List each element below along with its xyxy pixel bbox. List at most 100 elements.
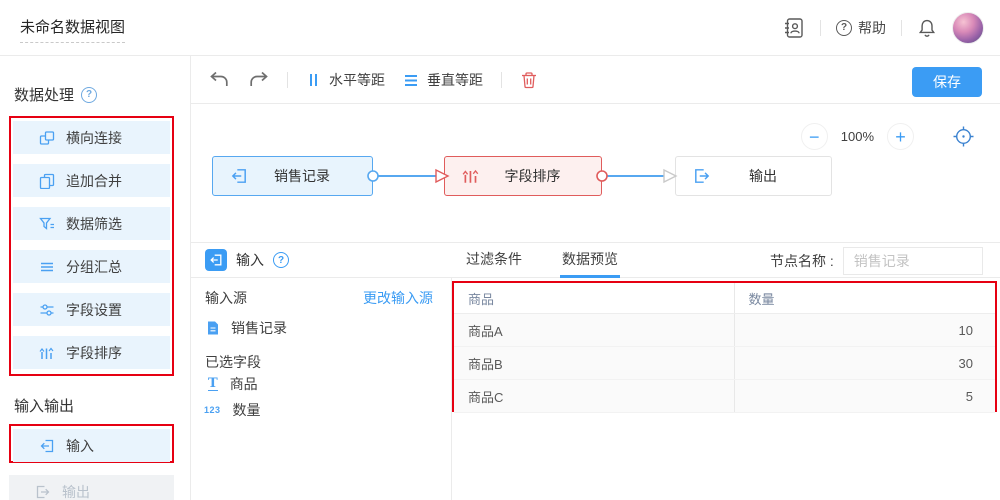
- output-icon: [693, 167, 711, 185]
- tab-data-preview[interactable]: 数据预览: [560, 242, 620, 278]
- delete-button[interactable]: [520, 71, 538, 89]
- field-name: 数量: [232, 402, 261, 418]
- number-type-icon: 123: [204, 405, 221, 415]
- sidebar-item-append-merge[interactable]: 追加合并: [13, 164, 170, 197]
- sidebar-item-field-settings[interactable]: 字段设置: [13, 293, 170, 326]
- divider: [820, 19, 821, 36]
- change-source-link[interactable]: 更改输入源: [363, 290, 433, 306]
- question-circle-icon[interactable]: ?: [273, 252, 289, 268]
- tab-filter-conditions[interactable]: 过滤条件: [466, 251, 522, 267]
- save-button[interactable]: 保存: [912, 67, 982, 97]
- field-sort-icon: [462, 167, 480, 185]
- table-row: 商品C 5: [454, 379, 995, 413]
- top-bar: 未命名数据视图 ? 帮助: [0, 0, 1000, 56]
- horizontal-lines-icon: [403, 72, 419, 88]
- canvas-toolbar: 水平等距 垂直等距: [191, 56, 1000, 104]
- question-circle-icon[interactable]: ?: [81, 86, 98, 103]
- panel-vertical-divider: [451, 278, 452, 500]
- divider: [501, 71, 502, 88]
- help-button[interactable]: ? 帮助: [836, 18, 886, 38]
- document-title[interactable]: 未命名数据视图: [20, 16, 126, 43]
- node-label: 销售记录: [274, 168, 330, 184]
- button-label: 垂直等距: [427, 71, 483, 88]
- sidebar-item-label: 输入: [66, 437, 94, 454]
- left-sidebar: 数据处理 ? 横向连接 追加合并: [0, 56, 191, 500]
- column-header: 商品: [454, 283, 734, 314]
- sidebar-item-input[interactable]: 输入: [13, 429, 170, 462]
- zoom-out-button[interactable]: −: [800, 123, 828, 150]
- cell-quantity: 10: [733, 313, 995, 347]
- vertical-equal-spacing-button[interactable]: 垂直等距: [403, 70, 483, 90]
- bell-icon[interactable]: [917, 18, 937, 38]
- flow-node-field-sort[interactable]: 字段排序: [444, 156, 602, 196]
- field-item-number: 123 数量: [204, 400, 261, 420]
- zoom-level: 100%: [840, 129, 874, 144]
- topbar-actions: ? 帮助: [783, 0, 984, 55]
- field-sort-icon: [39, 345, 55, 361]
- input-icon: [230, 167, 248, 185]
- sidebar-item-label: 分组汇总: [66, 258, 122, 275]
- data-preview-table: 商品 数量 商品A 10 商品B 30 商品C 5: [454, 283, 995, 413]
- flow-node-input-sales[interactable]: 销售记录: [212, 156, 373, 196]
- source-item[interactable]: 销售记录: [205, 318, 287, 338]
- sidebar-item-data-filter[interactable]: 数据筛选: [13, 207, 170, 240]
- user-avatar[interactable]: [952, 11, 984, 44]
- section-data-processing: 数据处理 ?: [14, 84, 98, 105]
- redo-button[interactable]: [248, 71, 269, 88]
- table-row: 商品B 30: [454, 346, 995, 380]
- vertical-bars-icon: [306, 72, 321, 88]
- undo-button[interactable]: [209, 71, 230, 88]
- button-label: 水平等距: [329, 71, 385, 88]
- section-title: 数据处理: [14, 87, 75, 104]
- cell-quantity: 5: [733, 379, 995, 413]
- sidebar-item-horizontal-join[interactable]: 横向连接: [13, 121, 170, 154]
- divider: [287, 71, 288, 88]
- cell-quantity: 30: [733, 346, 995, 380]
- source-name: 销售记录: [231, 320, 287, 336]
- file-icon: [205, 320, 221, 336]
- help-label: 帮助: [858, 19, 886, 36]
- node-name-group: 节点名称 :: [770, 247, 983, 275]
- group-summary-icon: [39, 259, 55, 275]
- table-header-row: 商品 数量: [454, 283, 995, 314]
- cell-product: 商品B: [454, 346, 734, 380]
- input-node-icon: [205, 249, 227, 271]
- divider: [901, 19, 902, 36]
- sidebar-item-label: 数据筛选: [66, 215, 122, 232]
- cell-product: 商品A: [454, 313, 734, 347]
- panel-title: 输入: [236, 252, 264, 268]
- annotation-box-table: 商品 数量 商品A 10 商品B 30 商品C 5: [452, 281, 997, 413]
- zoom-in-button[interactable]: +: [887, 123, 914, 150]
- input-source-label: 输入源: [205, 290, 247, 306]
- locate-crosshair-icon[interactable]: [952, 125, 975, 148]
- sidebar-item-field-sort[interactable]: 字段排序: [13, 336, 170, 369]
- sidebar-item-label: 字段排序: [66, 344, 122, 361]
- sidebar-item-label: 字段设置: [66, 301, 122, 318]
- horizontal-equal-spacing-button[interactable]: 水平等距: [306, 70, 385, 90]
- table-row: 商品A 10: [454, 313, 995, 347]
- contact-book-icon[interactable]: [783, 17, 805, 39]
- field-settings-icon: [39, 302, 55, 318]
- node-name-input[interactable]: [842, 247, 983, 275]
- horizontal-join-icon: [39, 130, 55, 146]
- panel-divider-top: [191, 242, 1000, 243]
- node-label: 字段排序: [504, 168, 561, 184]
- section-title: 输入输出: [14, 398, 75, 415]
- sidebar-item-label: 输出: [62, 483, 90, 500]
- question-circle-icon: ?: [836, 19, 852, 36]
- sidebar-item-group-summary[interactable]: 分组汇总: [13, 250, 170, 283]
- panel-tabs: 过滤条件 数据预览: [466, 242, 620, 278]
- zoom-controls: − 100% +: [800, 123, 975, 150]
- sidebar-item-label: 追加合并: [66, 172, 122, 189]
- annotation-box-processing: 横向连接 追加合并 数据筛选 分组汇总: [9, 116, 174, 376]
- selected-fields-label: 已选字段: [205, 354, 261, 370]
- input-icon: [39, 438, 55, 454]
- node-name-label: 节点名称 :: [770, 253, 834, 269]
- annotation-box-input: 输入: [9, 424, 174, 463]
- column-header: 数量: [733, 283, 995, 314]
- cell-product: 商品C: [454, 379, 734, 413]
- filter-icon: [39, 216, 55, 232]
- node-label: 输出: [749, 168, 777, 184]
- flow-node-output[interactable]: 输出: [675, 156, 832, 196]
- sidebar-item-label: 横向连接: [66, 129, 122, 146]
